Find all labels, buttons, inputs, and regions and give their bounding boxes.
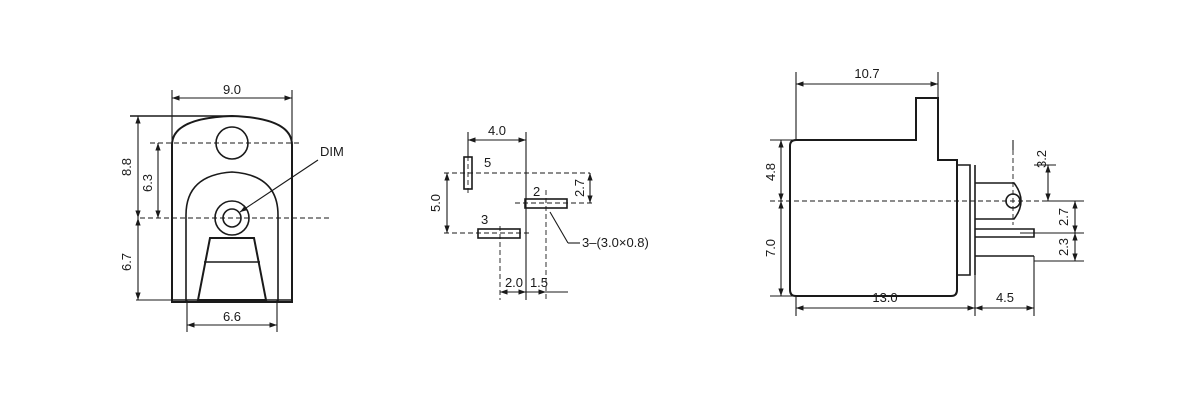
front-inner-arch	[185, 171, 279, 302]
len-body-label: 13.0	[872, 290, 897, 305]
front-view: 9.0 8.8 6.3 6.7 6.6 DIM	[119, 82, 344, 332]
pad-3	[477, 228, 521, 239]
dim-c-label: 2.3	[1056, 238, 1071, 256]
pad-layout-view: 5 2 3 4.0 5.0 2.7 3–(3.0×0.8) 2	[428, 123, 649, 300]
offset-b-label: 1.5	[530, 275, 548, 290]
spacing-h-label: 4.0	[488, 123, 506, 138]
pad-5-label: 5	[484, 155, 491, 170]
len-top-label: 10.7	[854, 66, 879, 81]
pad-3-label: 3	[481, 212, 488, 227]
pad-2-label: 2	[533, 184, 540, 199]
front-base-trapezoid	[196, 237, 268, 301]
front-body-outline	[171, 114, 293, 303]
offset-v-label: 2.7	[572, 179, 587, 197]
pad-spec-label: 3–(3.0×0.8)	[582, 235, 649, 250]
pad-spec-leader	[549, 211, 569, 244]
dim-label: DIM	[320, 144, 344, 159]
height-lower-label: 6.7	[119, 253, 134, 271]
offset-a-label: 2.0	[505, 275, 523, 290]
side-view: 10.7 4.8 7.0 13.0 4.5 3.2 2.7 2.3	[763, 66, 1084, 316]
width-label: 9.0	[223, 82, 241, 97]
side-body-outline	[789, 97, 958, 297]
side-height-lower-label: 7.0	[763, 239, 778, 257]
side-height-upper-label: 4.8	[763, 163, 778, 181]
height-upper-label: 6.3	[140, 174, 155, 192]
len-pin-label: 4.5	[996, 290, 1014, 305]
spacing-v-label: 5.0	[428, 194, 443, 212]
side-front-flange	[957, 164, 971, 276]
dim-leader	[239, 159, 319, 213]
height-total-label: 8.8	[119, 158, 134, 176]
dim-b-label: 2.7	[1056, 208, 1071, 226]
base-width-label: 6.6	[223, 309, 241, 324]
dim-a-label: 3.2	[1034, 150, 1049, 168]
